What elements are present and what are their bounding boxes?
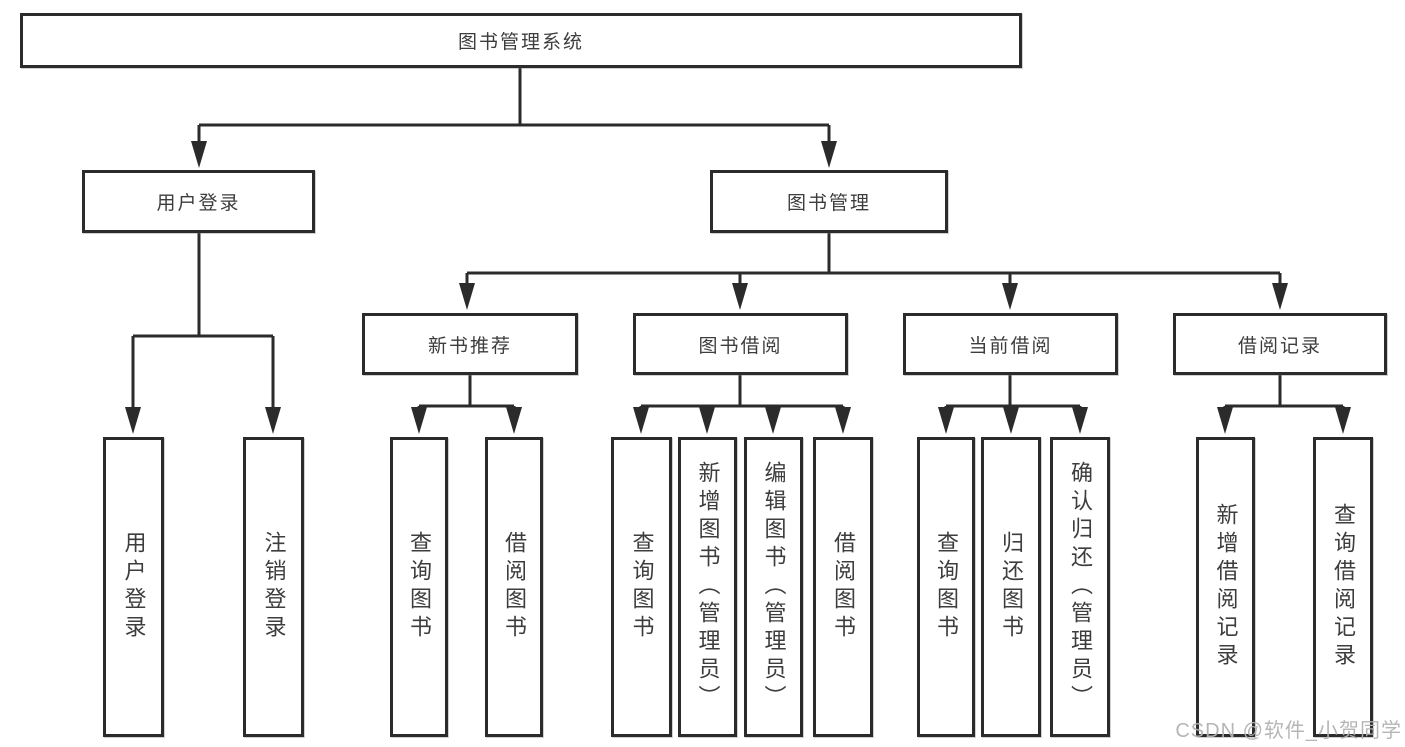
leaf-current-return-books: 归还图书 <box>981 437 1041 737</box>
leaf-borrowing-edit-books-admin: 编辑图书（管理员） <box>744 437 803 737</box>
leaf-newrec-borrow-books: 借阅图书 <box>485 437 543 737</box>
leaf-user-login: 用户登录 <box>103 437 164 737</box>
leaf-current-query-books: 查询图书 <box>917 437 975 737</box>
leaf-records-query-borrow-record: 查询借阅记录 <box>1313 437 1373 737</box>
leaf-borrowing-add-books-admin: 新增图书（管理员） <box>678 437 737 737</box>
node-book-borrowing: 图书借阅 <box>633 313 848 375</box>
node-root-system: 图书管理系统 <box>20 13 1022 68</box>
csdn-watermark: CSDN @软件_小贺同学 <box>1175 720 1402 742</box>
node-book-management: 图书管理 <box>710 170 948 233</box>
leaf-borrowing-query-books: 查询图书 <box>611 437 672 737</box>
leaf-borrowing-borrow-books: 借阅图书 <box>813 437 873 737</box>
leaf-records-add-borrow-record: 新增借阅记录 <box>1196 437 1255 737</box>
node-current-borrowing: 当前借阅 <box>903 313 1118 375</box>
leaf-logout-login: 注销登录 <box>243 437 304 737</box>
leaf-current-confirm-return-admin: 确认归还（管理员） <box>1050 437 1110 737</box>
leaf-newrec-query-books: 查询图书 <box>390 437 448 737</box>
node-user-login: 用户登录 <box>82 170 315 233</box>
node-new-book-recommendation: 新书推荐 <box>362 313 578 375</box>
node-borrowing-records: 借阅记录 <box>1173 313 1387 375</box>
